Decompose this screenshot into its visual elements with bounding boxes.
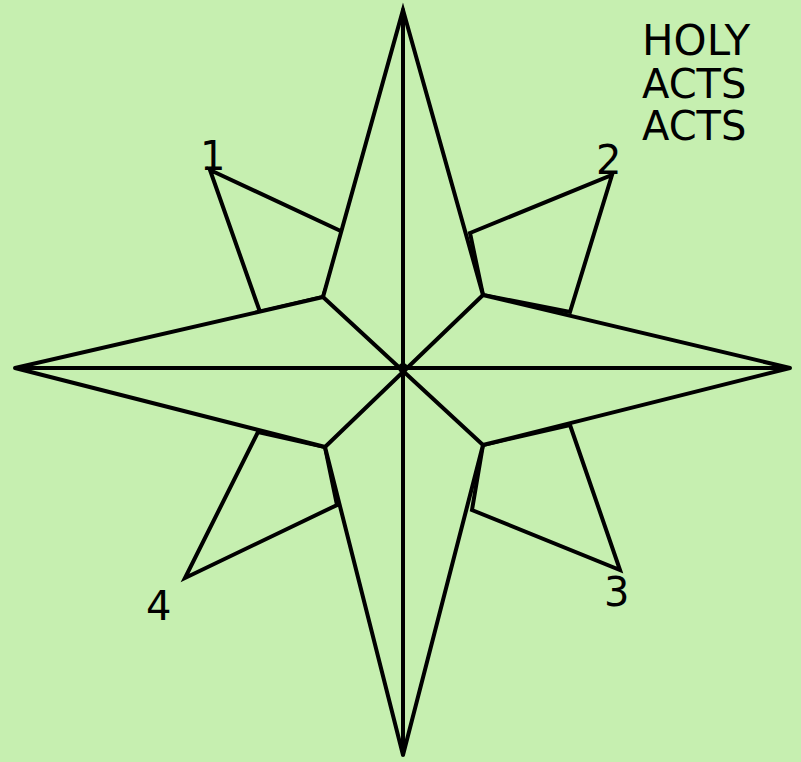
star-point: [185, 432, 337, 578]
star-ridge: [325, 295, 483, 447]
callout-number: 4: [146, 586, 171, 626]
star-ridge: [401, 10, 405, 755]
callout-number: 3: [604, 572, 629, 612]
note-text: ACTS: [642, 64, 746, 104]
callout-number: 1: [200, 136, 225, 176]
callout-number: 2: [596, 140, 621, 180]
star-point: [472, 425, 620, 570]
star-point: [470, 175, 612, 312]
note-text: HOLY: [642, 20, 750, 62]
center-dot: [398, 363, 408, 373]
note-text: ACTS: [642, 106, 746, 146]
star-body: [15, 10, 790, 755]
